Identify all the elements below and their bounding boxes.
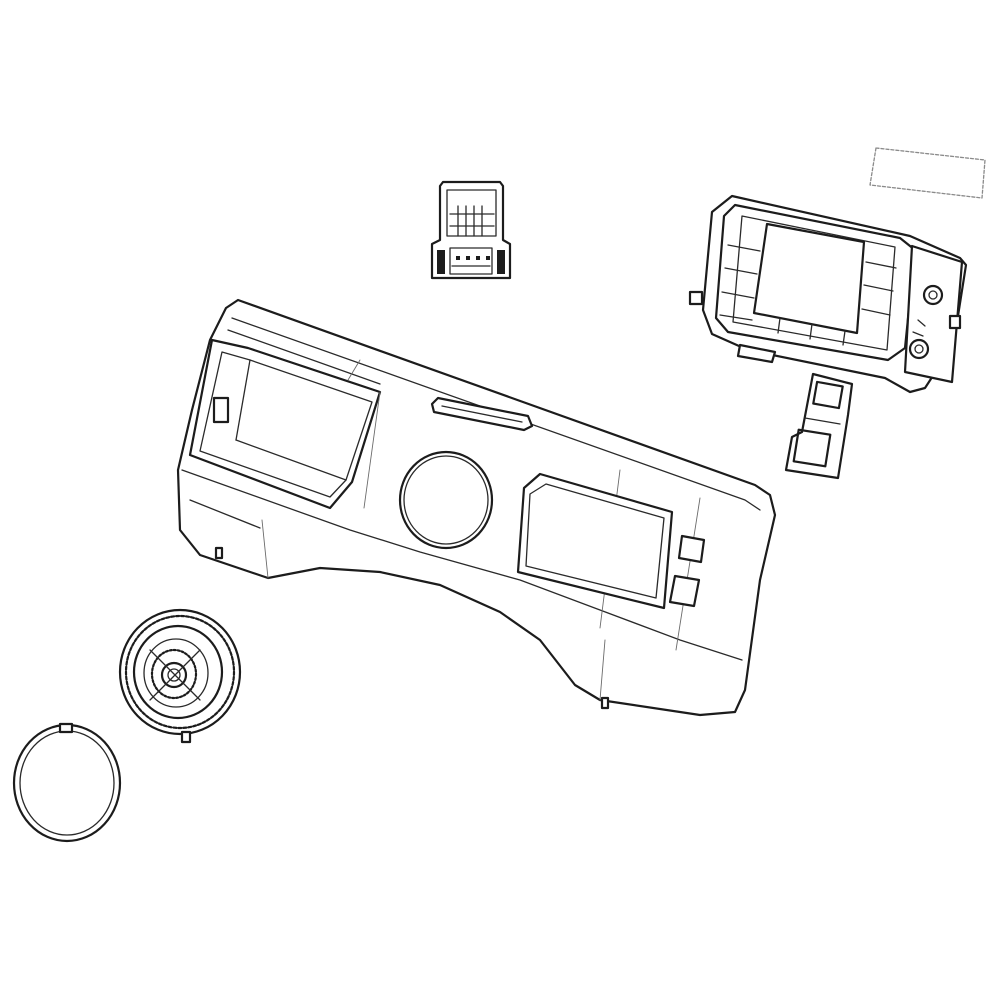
control-panel-console [176,298,777,717]
knob-trim-ring [12,722,122,843]
button-bracket [784,372,854,480]
display-board-assembly [688,194,968,394]
connector-board [430,180,512,280]
rotary-knob [118,608,242,744]
label-plate [869,147,986,199]
